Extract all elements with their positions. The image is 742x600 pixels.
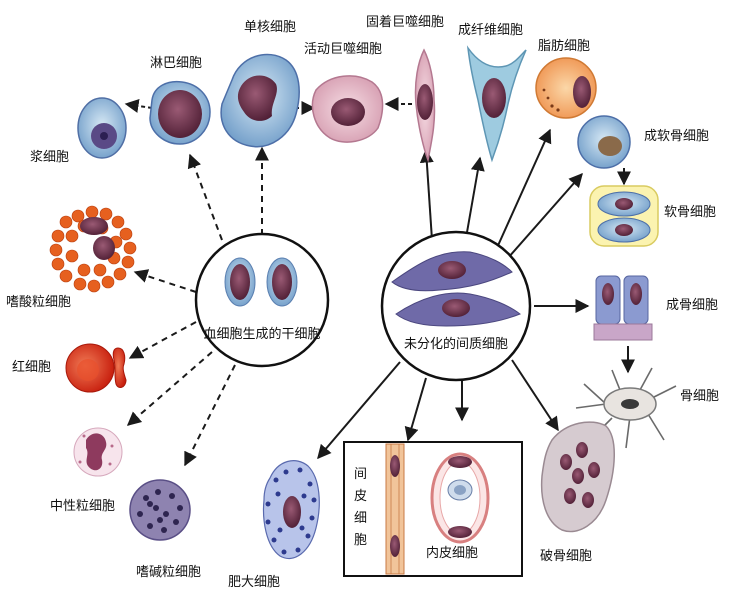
fibroblast-label: 成纤维细胞 — [458, 23, 523, 38]
osteocyte: 骨细胞 — [575, 367, 719, 449]
arrow-to-eosinophil — [133, 269, 197, 293]
arrow-to-chondroblast — [507, 172, 583, 259]
hematopoietic-stem-cell: 血细胞生成的干细胞 — [194, 232, 330, 368]
arrow-to-neutrophil — [126, 351, 213, 426]
lymphocyte-label: 淋巴细胞 — [150, 56, 202, 71]
arrow-to-mesothelial — [404, 377, 427, 442]
fibroblast: 成纤维细胞 — [458, 23, 527, 163]
monocyte-label: 单核细胞 — [244, 20, 296, 35]
monocyte: 单核细胞 — [220, 20, 300, 148]
arrows — [124, 97, 635, 467]
active-macrophage: 活动巨噬细胞 — [304, 42, 384, 143]
mesothelial-label-char-3: 细 — [354, 511, 367, 526]
erythrocyte: 红细胞 — [12, 343, 127, 393]
neutrophil: 中性粒细胞 — [50, 427, 123, 514]
osteoblast-label: 成骨细胞 — [666, 298, 718, 313]
neutrophil-label: 中性粒细胞 — [50, 499, 115, 514]
mesothelial-label-char-2: 皮 — [354, 489, 367, 504]
erythrocyte-label: 红细胞 — [12, 359, 51, 375]
arrow-to-lymphocyte — [187, 153, 223, 241]
chondroblast-label: 成软骨细胞 — [644, 129, 709, 144]
arrow-lymph-to-plasma — [124, 98, 153, 113]
chondroblast: 成软骨细胞 — [577, 115, 709, 169]
arrow-to-fixed-macrophage — [419, 148, 434, 241]
osteocyte-label: 骨细胞 — [680, 389, 719, 404]
endothelial-panel: 间 皮 细 胞 内皮细胞 — [343, 441, 523, 577]
hematopoietic-stem-cell-label: 血细胞生成的干细胞 — [203, 326, 320, 342]
arrow-to-erythrocyte — [128, 321, 197, 359]
osteoblast: 成骨细胞 — [593, 275, 718, 341]
arrow-to-osteoclast — [511, 359, 559, 432]
osteoclast-label: 破骨细胞 — [540, 549, 592, 564]
eosinophil: 嗜酸粒细胞 — [6, 205, 137, 310]
plasma-cell: 浆细胞 — [30, 97, 127, 165]
arrow-to-mast — [317, 361, 401, 460]
adipocyte-label: 脂肪细胞 — [538, 38, 590, 54]
arrow-to-fibroblast — [465, 156, 485, 239]
osteoclast: 破骨细胞 — [540, 421, 615, 564]
arrow-to-adipocyte — [495, 128, 552, 251]
mesenchymal-stem-cell-label: 未分化的间质细胞 — [404, 336, 508, 352]
mesothelial-label-char-1: 间 — [354, 467, 367, 482]
eosinophil-label: 嗜酸粒细胞 — [6, 295, 71, 310]
basophil-label: 嗜碱粒细胞 — [136, 565, 201, 580]
mast-cell: 肥大细胞 — [228, 460, 320, 590]
endothelial-label: 内皮细胞 — [426, 545, 478, 561]
arrow-to-basophil — [184, 364, 236, 467]
fixed-macrophage: 固着巨噬细胞 — [366, 14, 444, 163]
chondrocyte-label: 软骨细胞 — [664, 205, 716, 220]
fixed-macrophage-label: 固着巨噬细胞 — [366, 14, 444, 30]
mesenchymal-stem-cell: 未分化的间质细胞 — [380, 230, 532, 382]
plasma-cell-label: 浆细胞 — [30, 150, 69, 165]
mast-cell-label: 肥大细胞 — [228, 575, 280, 590]
basophil: 嗜碱粒细胞 — [129, 479, 201, 580]
lymphocyte: 淋巴细胞 — [149, 56, 211, 145]
chondrocyte: 软骨细胞 — [589, 185, 716, 247]
active-macrophage-label: 活动巨噬细胞 — [304, 42, 382, 57]
adipocyte: 脂肪细胞 — [535, 38, 597, 119]
mesothelial-label-char-4: 胞 — [354, 533, 367, 548]
